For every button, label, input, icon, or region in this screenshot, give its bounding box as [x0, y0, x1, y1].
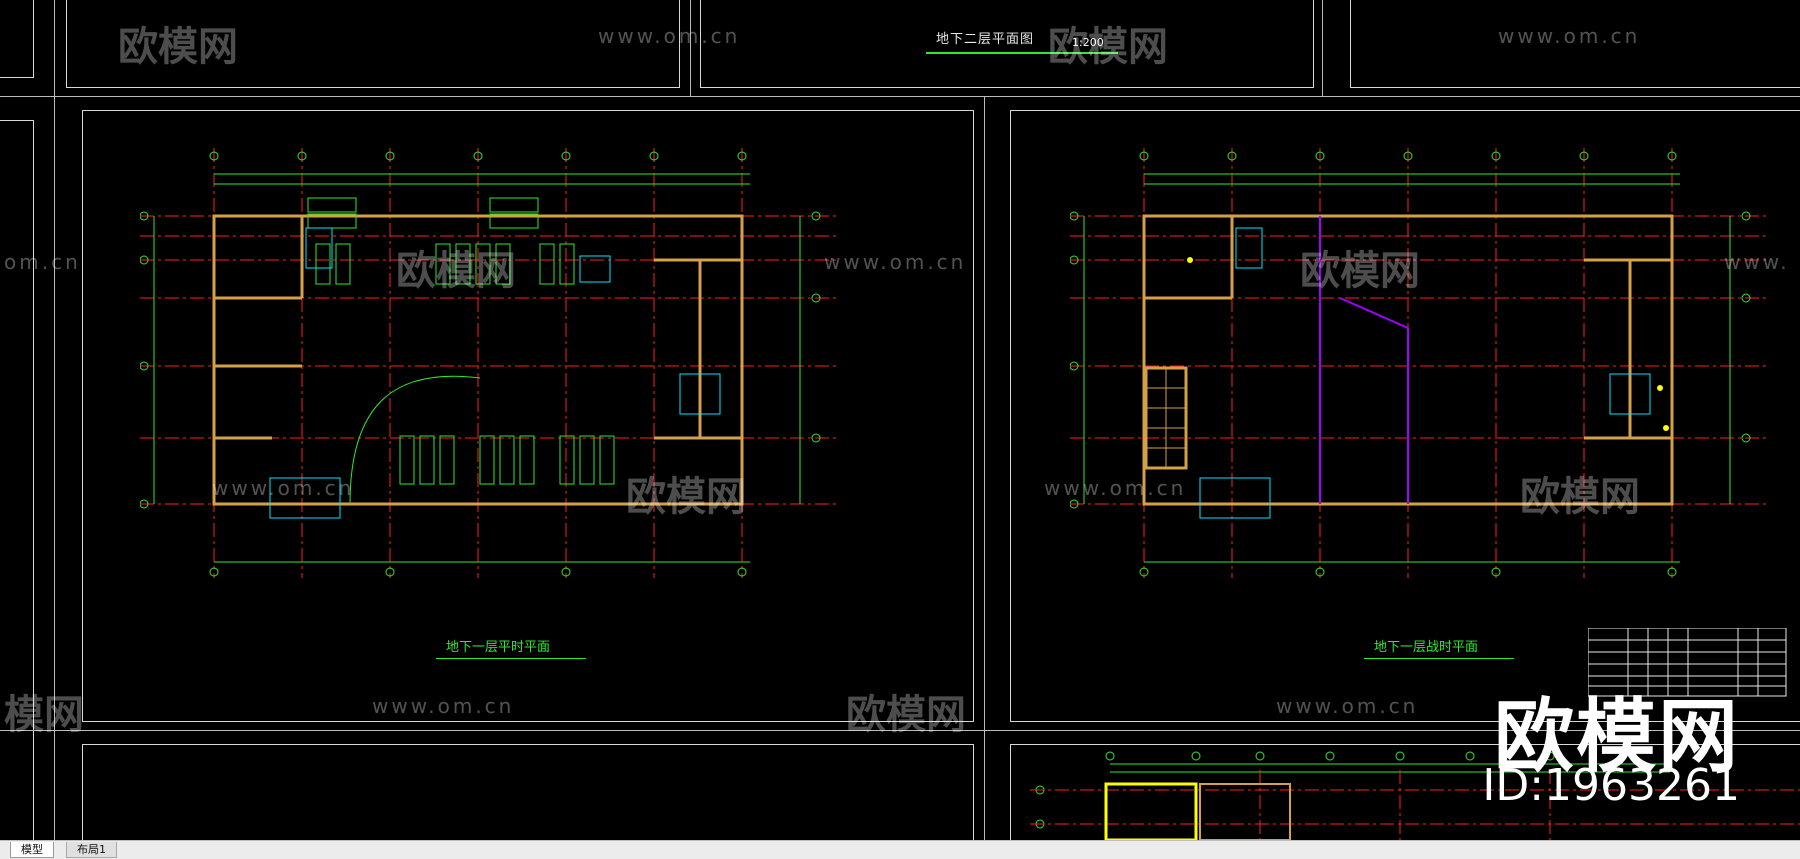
tab-layout1[interactable]: 布局1	[66, 842, 117, 858]
frame-line-h	[0, 96, 1800, 97]
frame-line-h	[0, 730, 1800, 731]
plan-title-peacetime: 地下一层平时平面	[446, 640, 551, 655]
sheet-title-scale: 1:200	[1072, 36, 1104, 49]
brand-id-text: ID:1963261	[1482, 760, 1740, 811]
watermark-url: www.om.cn	[1044, 476, 1187, 500]
partial-plan-bottom	[1030, 751, 1800, 840]
frame-line-v	[54, 0, 55, 840]
watermark-url: www.om.cn	[824, 250, 967, 274]
tab-model[interactable]: 模型	[10, 842, 54, 858]
plan-title-underline	[436, 658, 586, 659]
sheet-title-basement-2: 地下二层平面图	[936, 32, 1035, 47]
frame-line-v	[690, 0, 691, 96]
layout-tab-bar: 模型 布局1	[0, 840, 1800, 859]
watermark-url: www.om.cn	[212, 476, 355, 500]
brand-logo-text: 欧模网	[1494, 690, 1740, 783]
watermark-url: www.om.cn	[372, 694, 515, 718]
sheet-frame-top-left	[66, 0, 680, 88]
watermark-url: www.	[1724, 250, 1790, 274]
watermark-logo: 欧模网	[846, 692, 966, 738]
frame-line-v	[1322, 0, 1323, 96]
watermark-url: www.om.cn	[1498, 24, 1641, 48]
schedule-table	[1588, 628, 1787, 697]
sheet-frame-left-edge-top	[0, 0, 34, 78]
watermark-logo: 模网	[4, 692, 84, 738]
sheet-frame-right-plan	[1010, 110, 1800, 722]
plan-title-underline	[1364, 658, 1514, 659]
title-underline	[926, 52, 1118, 54]
watermark-logo: 欧模网	[1048, 24, 1168, 70]
sheet-frame-left-plan	[82, 110, 974, 722]
watermark-url: www.om.cn	[598, 24, 741, 48]
watermark-url: om.cn	[4, 250, 81, 274]
floor-plan-peacetime	[140, 148, 840, 578]
watermark-logo: 欧模网	[1300, 248, 1420, 294]
plan-title-wartime: 地下一层战时平面	[1374, 640, 1479, 655]
watermark-logo: 欧模网	[396, 248, 516, 294]
watermark-logo: 欧模网	[626, 474, 746, 520]
frame-line-v	[984, 96, 985, 840]
watermark-logo: 欧模网	[1520, 474, 1640, 520]
watermark-url: www.om.cn	[1276, 694, 1419, 718]
sheet-frame-top-right	[1350, 0, 1800, 88]
watermark-logo: 欧模网	[118, 24, 238, 70]
sheet-frame-top-center	[700, 0, 1314, 88]
floor-plan-wartime	[1070, 148, 1770, 578]
